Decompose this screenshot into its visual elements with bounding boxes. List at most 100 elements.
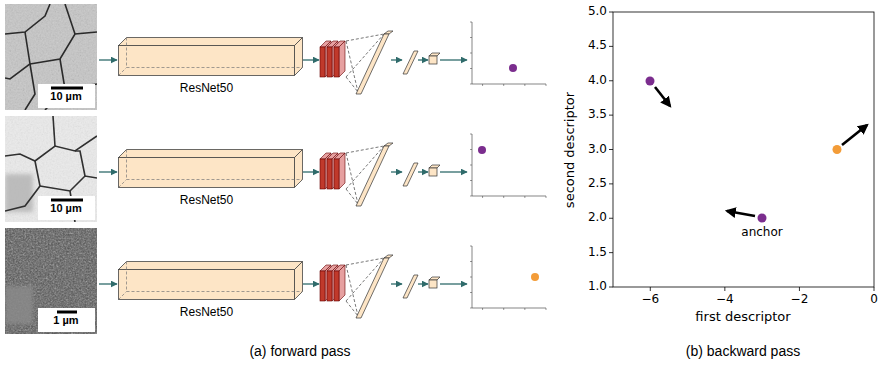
micrograph bbox=[5, 4, 97, 110]
mini-tick bbox=[482, 308, 483, 310]
tick-label: 5.0 bbox=[588, 5, 607, 18]
dense-layer bbox=[403, 163, 418, 186]
block-label: ResNet50 bbox=[118, 303, 295, 319]
panel-caption: (b) backward pass bbox=[686, 344, 800, 359]
tick-label: 0 bbox=[870, 293, 878, 306]
tick-label: 3.0 bbox=[588, 143, 607, 156]
dense-layer-top bbox=[384, 255, 393, 258]
conv-layer bbox=[320, 271, 325, 301]
block-top bbox=[119, 38, 303, 46]
flow-arrow bbox=[391, 171, 402, 172]
tick-mark bbox=[609, 287, 613, 288]
mini-tick bbox=[470, 277, 472, 278]
mini-axes bbox=[472, 134, 546, 196]
hidden-edge bbox=[119, 292, 127, 300]
micrograph-texture bbox=[5, 4, 97, 110]
dashed-connection bbox=[346, 77, 358, 92]
mini-tick bbox=[470, 180, 472, 181]
scale-bar-box bbox=[38, 308, 95, 332]
grain-boundary bbox=[65, 4, 75, 34]
dense-layer bbox=[403, 51, 418, 74]
micrograph-ground bbox=[5, 228, 97, 334]
mini-tick bbox=[470, 149, 472, 150]
scale-bar-box bbox=[38, 196, 95, 220]
grain-boundary bbox=[75, 151, 85, 176]
network-block: ResNet50 bbox=[118, 149, 308, 209]
flow-arrow bbox=[99, 171, 117, 172]
axis-label: first descriptor bbox=[695, 310, 790, 324]
mini-tick bbox=[470, 308, 472, 309]
flow-arrow bbox=[418, 171, 428, 172]
tick-mark bbox=[874, 287, 875, 291]
mini-tick bbox=[524, 84, 525, 86]
scale-bar-box bbox=[38, 84, 95, 108]
embedding-point bbox=[509, 64, 517, 72]
embedding-point bbox=[646, 77, 655, 86]
mini-tick bbox=[503, 196, 504, 198]
embedding-point bbox=[833, 145, 842, 154]
conv-layer bbox=[334, 47, 339, 77]
mini-axes bbox=[472, 22, 546, 84]
grain-boundary bbox=[25, 64, 35, 110]
tick-mark bbox=[724, 287, 725, 291]
mini-tick bbox=[470, 84, 472, 85]
dense-layer bbox=[403, 275, 418, 298]
mini-tick bbox=[470, 196, 472, 197]
dense-layer-top bbox=[384, 31, 393, 34]
tick-label: −6 bbox=[641, 293, 659, 306]
micrograph-ground bbox=[5, 116, 97, 222]
micrograph bbox=[5, 228, 97, 334]
embedding-point bbox=[531, 273, 539, 281]
tick-mark bbox=[799, 287, 800, 291]
gradient-arrow bbox=[727, 211, 755, 216]
micrograph-ground bbox=[5, 4, 97, 110]
micrograph-texture bbox=[5, 228, 97, 334]
grain-boundary bbox=[53, 116, 55, 146]
mini-tick bbox=[524, 196, 525, 198]
flow-arrow bbox=[99, 59, 117, 60]
tick-mark bbox=[609, 115, 613, 116]
grain-boundary bbox=[5, 4, 50, 34]
grain-boundary bbox=[5, 136, 97, 161]
network-block: ResNet50 bbox=[118, 261, 308, 321]
block-front bbox=[119, 46, 295, 76]
dense-layer bbox=[356, 146, 389, 206]
mini-tick bbox=[546, 308, 547, 310]
tick-label: 2.0 bbox=[588, 211, 607, 224]
block-side bbox=[295, 38, 303, 76]
conv-layer-side bbox=[339, 41, 345, 77]
conv-layer bbox=[327, 159, 332, 189]
mini-tick bbox=[503, 308, 504, 310]
tick-mark bbox=[609, 218, 613, 219]
embedding-point bbox=[758, 214, 767, 223]
tick-label: 1.0 bbox=[588, 280, 607, 293]
output-cube-top bbox=[429, 277, 440, 280]
mini-tick bbox=[470, 53, 472, 54]
mini-tick bbox=[503, 84, 504, 86]
scale-bar-label: 10 µm bbox=[50, 90, 81, 102]
hidden-edge bbox=[127, 38, 303, 68]
flow-arrow bbox=[440, 59, 467, 60]
mini-tick bbox=[470, 261, 472, 262]
block-front bbox=[119, 270, 295, 300]
dashed-connection bbox=[346, 153, 358, 204]
block-front bbox=[119, 158, 295, 188]
block-top bbox=[119, 150, 303, 158]
tick-mark bbox=[609, 12, 613, 13]
output-cube-top bbox=[429, 165, 440, 168]
network-row bbox=[99, 22, 546, 94]
tick-mark bbox=[609, 183, 613, 184]
micrograph bbox=[5, 116, 97, 222]
mini-tick bbox=[470, 246, 472, 247]
tick-label: 2.5 bbox=[588, 177, 607, 190]
mini-tick bbox=[482, 84, 483, 86]
conv-layer bbox=[320, 159, 325, 189]
tick-mark bbox=[650, 287, 651, 291]
conv-layer bbox=[327, 47, 332, 77]
network-row bbox=[99, 246, 546, 318]
conv-layer bbox=[320, 47, 325, 77]
block-shape bbox=[118, 149, 308, 189]
flow-arrow bbox=[303, 171, 319, 172]
output-cube bbox=[429, 280, 437, 288]
